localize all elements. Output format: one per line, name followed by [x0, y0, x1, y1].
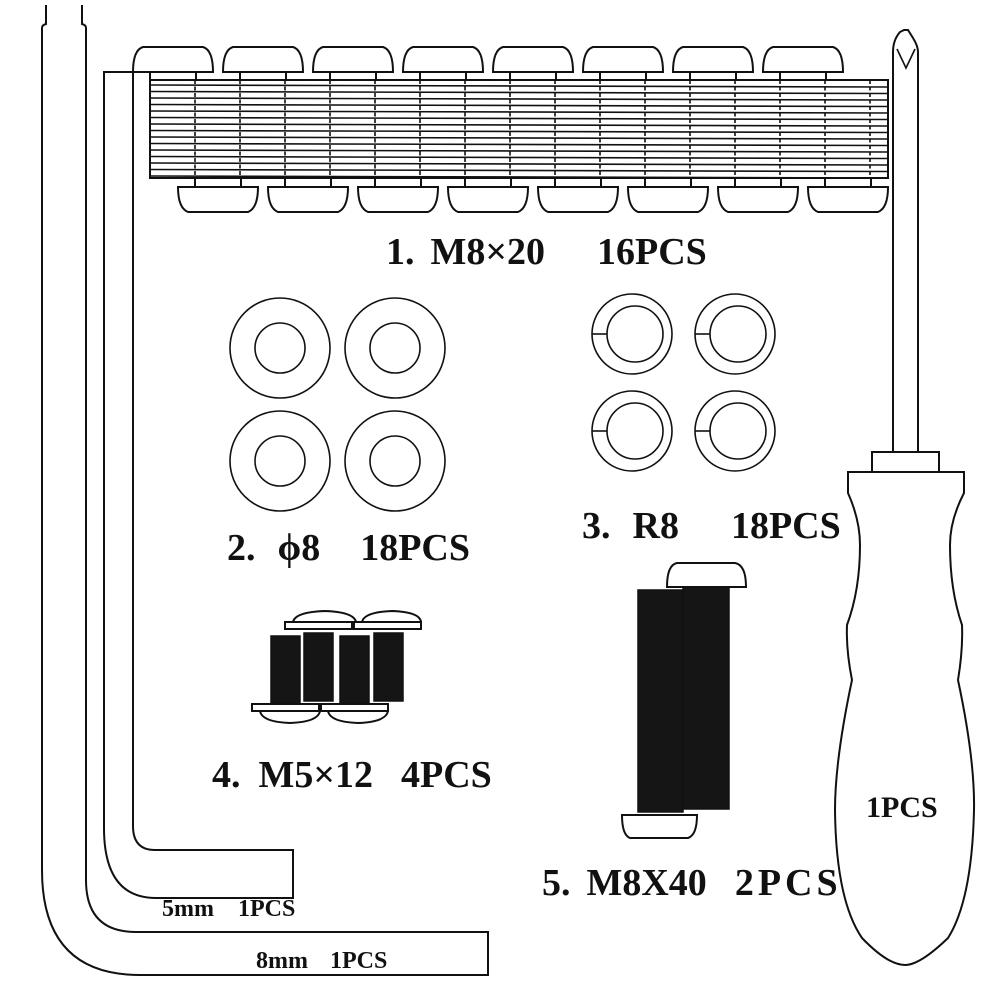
- m8x20-screw: [311, 46, 395, 81]
- m5x12-screw-group: [251, 609, 423, 725]
- m8x20-screw: [131, 46, 215, 81]
- hex-key-5mm: [103, 71, 294, 899]
- m8x20-screw: [806, 177, 890, 213]
- hex-key-8mm: [41, 5, 489, 976]
- flat-washer: [344, 410, 446, 512]
- m8x20-screw: [491, 46, 575, 81]
- m8x20-screw: [716, 177, 800, 213]
- m8x20-screw: [536, 177, 620, 213]
- m8x20-screw: [761, 46, 845, 81]
- lock-washer: [591, 390, 673, 472]
- lock-washer: [591, 293, 673, 375]
- m8x20-screw: [176, 177, 260, 213]
- m8x20-screw: [581, 46, 665, 81]
- m8x20-screw: [221, 46, 305, 81]
- m8x20-screw: [401, 46, 485, 81]
- m8x20-thread-band: [149, 79, 889, 179]
- m8x20-screw-group: [131, 46, 890, 213]
- m8x20-screw: [266, 177, 350, 213]
- flat-washer: [229, 410, 331, 512]
- m8x20-screw: [446, 177, 530, 213]
- screwdriver-label: 1PCS: [866, 791, 938, 824]
- lock-washer: [694, 293, 776, 375]
- lock-washer-group: [591, 293, 776, 472]
- lock-washer: [694, 390, 776, 472]
- screwdriver: [833, 29, 976, 967]
- m8x40-screw-group: [620, 562, 748, 839]
- m8x20-screw: [671, 46, 755, 81]
- flat-washer: [229, 297, 331, 399]
- m8x20-screw: [356, 177, 440, 213]
- flat-washer-group: [229, 297, 446, 512]
- m8x20-screw: [626, 177, 710, 213]
- flat-washer: [344, 297, 446, 399]
